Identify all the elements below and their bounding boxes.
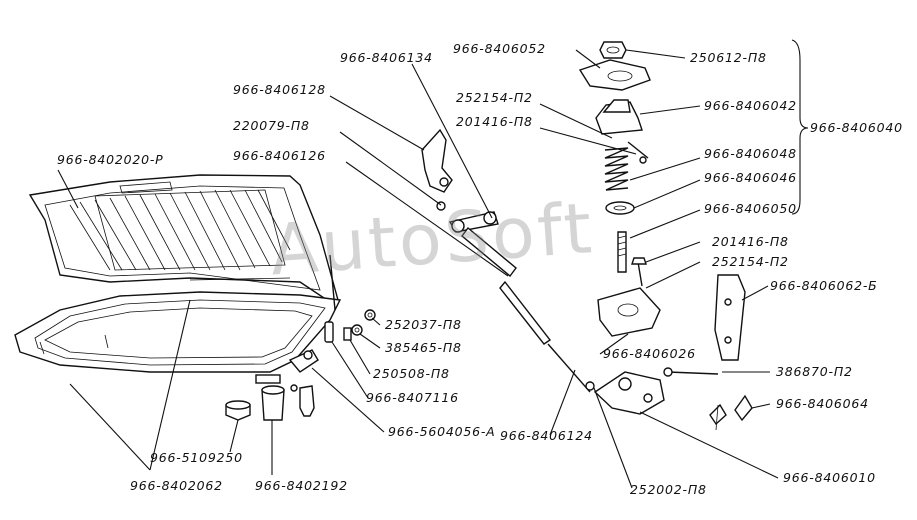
- spring-cup-8406042-drawing: [595, 99, 643, 135]
- bracket-8406062b-drawing: [714, 274, 746, 361]
- hinge-arm-8406128-drawing: [421, 128, 453, 211]
- hinge-bracket-8406134-drawing: [448, 211, 499, 233]
- label-966-8406062-b: 966-8406062-Б: [770, 278, 878, 293]
- label-966-8406050: 966-8406050: [704, 201, 797, 216]
- part-labels: 966-8402020-Р 966-8406134 966-8406128 22…: [57, 41, 903, 497]
- label-966-8406064: 966-8406064: [776, 396, 869, 411]
- label-966-5109250: 966-5109250: [150, 450, 243, 465]
- label-252154-p2-mid: 252154-П2: [712, 254, 789, 269]
- trunk-opening-frame-drawing: [14, 291, 342, 384]
- bolt-small-201416-drawing: [627, 141, 649, 164]
- watermark-logo: AutoSoft: [267, 187, 597, 291]
- label-966-8406052: 966-8406052: [453, 41, 546, 56]
- label-966-8406126: 966-8406126: [233, 148, 326, 163]
- lock-striker-drawing: [288, 349, 319, 417]
- label-201416-p8-mid: 201416-П8: [712, 234, 789, 249]
- brace-group-8406040: [791, 39, 809, 215]
- leader-lines: [57, 49, 779, 489]
- bump-stop-5109250-drawing: [225, 400, 251, 421]
- label-250612-p8: 250612-П8: [690, 50, 767, 65]
- washers-small-drawing: [343, 309, 376, 341]
- label-966-8407116: 966-8407116: [366, 390, 459, 405]
- washer-8406050-drawing: [605, 201, 635, 215]
- label-386870-p2: 386870-П2: [776, 364, 853, 379]
- label-966-8402062: 966-8402062: [130, 478, 223, 493]
- spring-8406048-drawing: [604, 147, 629, 191]
- label-966-5604056-a: 966-5604056-А: [388, 424, 496, 439]
- label-966-8406046: 966-8406046: [704, 170, 797, 185]
- bracket-8406026-drawing: [597, 287, 661, 337]
- trunk-lid-drawing: [28, 174, 339, 303]
- stud-drawing: [617, 231, 627, 273]
- plate-8406052-drawing: [578, 59, 651, 91]
- label-252037-p8: 252037-П8: [385, 317, 462, 332]
- strut-drawing: [324, 254, 336, 343]
- spring-8406064-drawing: [709, 394, 753, 431]
- latch-8406010-drawing: [585, 371, 665, 415]
- label-966-8406040: 966-8406040: [810, 120, 903, 135]
- label-252002-p8: 252002-П8: [630, 482, 707, 497]
- label-250508-p8: 250508-П8: [373, 366, 450, 381]
- label-966-8406042: 966-8406042: [704, 98, 797, 113]
- torsion-rod-8406126-drawing: [461, 226, 591, 393]
- label-252154-p2-top: 252154-П2: [456, 90, 533, 105]
- label-966-8406026: 966-8406026: [603, 346, 696, 361]
- label-385465-p8: 385465-П8: [385, 340, 462, 355]
- label-966-8402020-p: 966-8402020-Р: [57, 152, 164, 167]
- bump-stop-8402192-drawing: [261, 385, 285, 421]
- label-966-8406010: 966-8406010: [783, 470, 876, 485]
- nut-250612-drawing: [599, 41, 627, 59]
- label-966-8406124: 966-8406124: [500, 428, 593, 443]
- label-966-8402192: 966-8402192: [255, 478, 348, 493]
- bolt-201416-mid-drawing: [631, 257, 647, 287]
- pin-386870-drawing: [663, 367, 719, 377]
- label-220079-p8: 220079-П8: [233, 118, 310, 133]
- label-966-8406128: 966-8406128: [233, 82, 326, 97]
- label-201416-p8-top: 201416-П8: [456, 114, 533, 129]
- label-966-8406048: 966-8406048: [704, 146, 797, 161]
- label-966-8406134: 966-8406134: [340, 50, 433, 65]
